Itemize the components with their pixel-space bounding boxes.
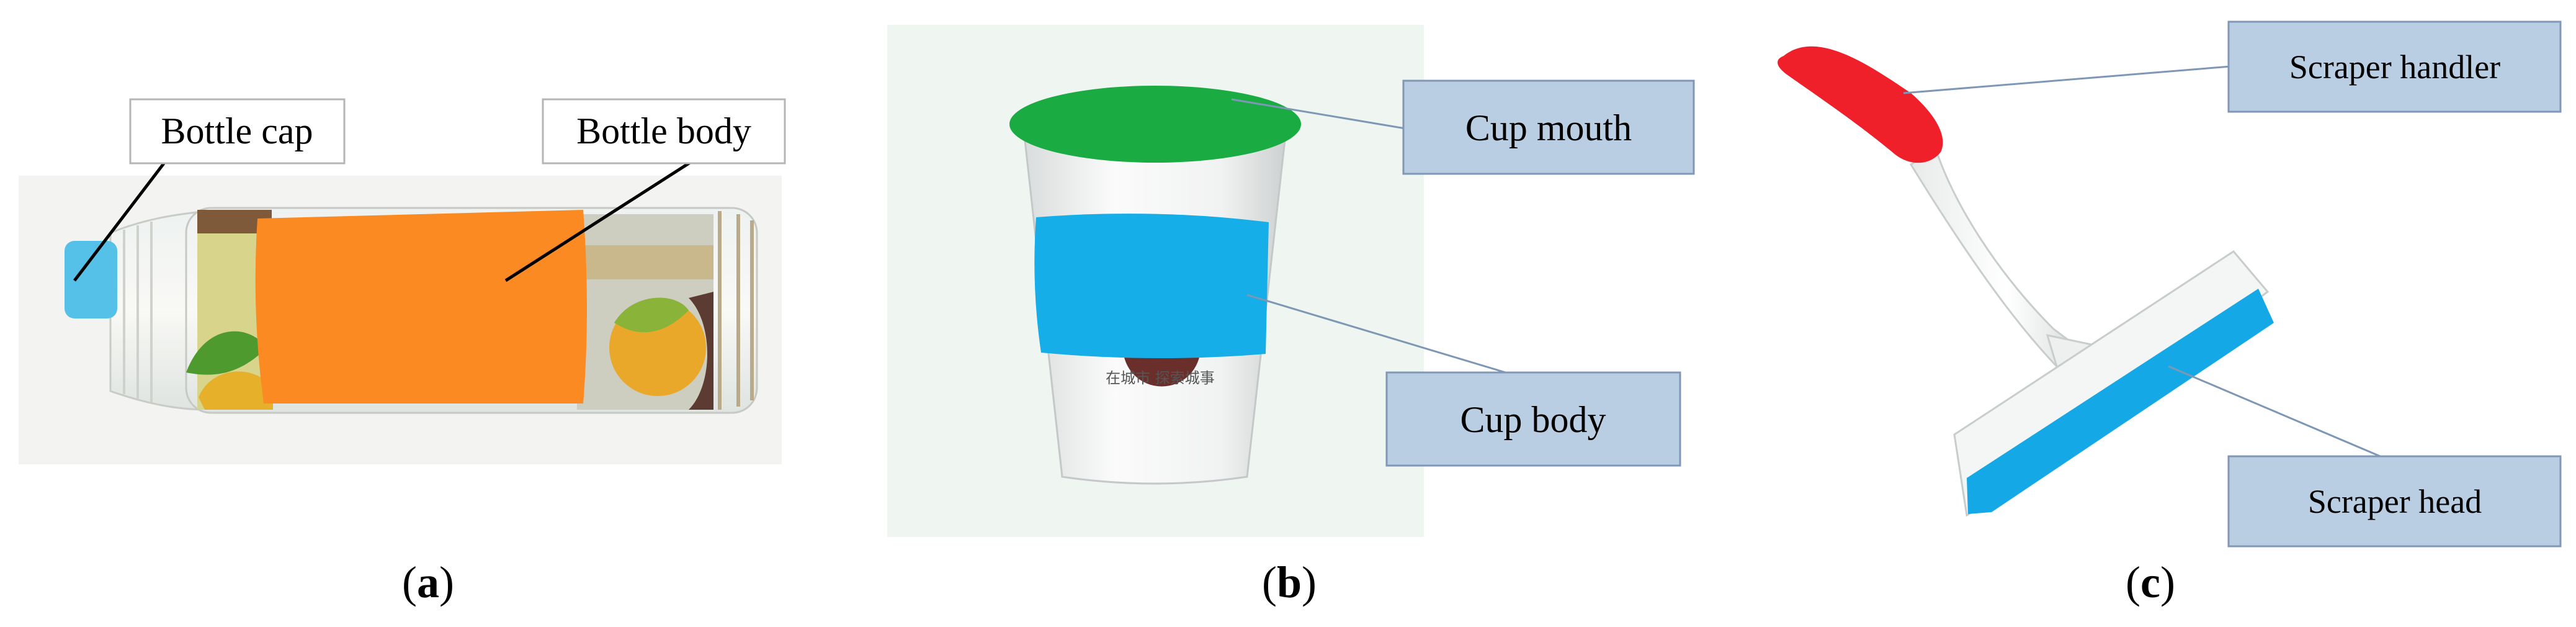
panel-b-caption: (b): [1262, 557, 1317, 607]
bottle-label-right-dark: [689, 292, 713, 410]
cup-mouth-label: Cup mouth: [1465, 107, 1632, 148]
cup-body-label: Cup body: [1460, 399, 1606, 440]
scraper-handler-label: Scraper handler: [2289, 48, 2500, 86]
cup-print-text: 在城市 探索城事: [1106, 369, 1215, 387]
panel-c-caption: (c): [2126, 557, 2175, 607]
bottle-cap-label: Bottle cap: [161, 111, 313, 151]
cup-body-leader: [1246, 294, 1527, 380]
bottle-body-callout: Bottle body: [542, 98, 786, 165]
cup-mouth-callout: Cup mouth: [1402, 79, 1695, 175]
panel-a-caption: (a): [402, 557, 454, 607]
bottle-neck-rings: [123, 222, 153, 402]
panel-a: Bottle cap Bottle body (a): [19, 98, 786, 607]
bottle-body-label: Bottle body: [576, 111, 751, 151]
bottle-base-ribs: [718, 211, 754, 410]
scraper-handler-callout: Scraper handler: [2227, 20, 2562, 113]
bottle-cap-leader: [73, 161, 166, 282]
bottle-fruit-left: [199, 371, 273, 410]
bottle-label-right-band: [577, 245, 713, 279]
bottle-body-leader: [504, 161, 691, 282]
bottle-cap-mask: [65, 241, 117, 318]
panel-c: Scraper handler Scraper head (c): [1778, 20, 2562, 607]
panel-b: 在城市 探索城事 Cup mouth Cup body (b): [887, 25, 1695, 607]
bottle-leaf-left: [186, 331, 267, 375]
scraper-head-label: Scraper head: [2308, 483, 2482, 520]
scraper-head-leader: [2168, 365, 2395, 464]
cup-mouth-mask: [1009, 86, 1301, 163]
cup-body-mask: [1034, 214, 1269, 359]
cup-mouth-leader: [1231, 98, 1406, 130]
cup-body-callout: Cup body: [1385, 371, 1681, 467]
bottle-cap-callout: Bottle cap: [129, 98, 346, 165]
scraper-handle-leader: [1903, 65, 2231, 94]
bottle-body-mask: [255, 210, 588, 404]
scraper-handle-mask: [1778, 46, 1943, 163]
scraper-head-callout: Scraper head: [2227, 455, 2562, 548]
scraper-head-mask: [1967, 289, 2274, 514]
bottle-leaf-right: [614, 297, 689, 333]
